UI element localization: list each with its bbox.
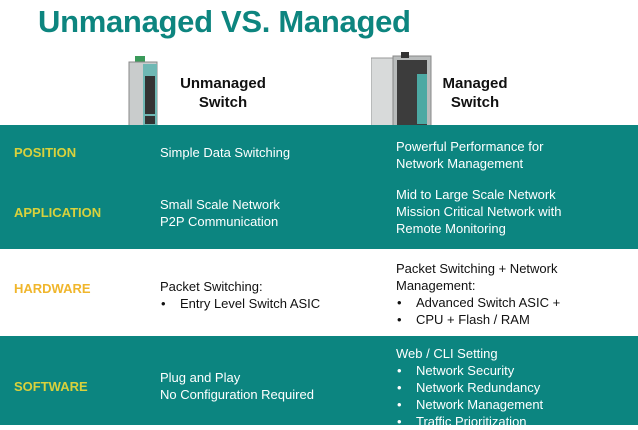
cell-line: Packet Switching: xyxy=(160,279,263,294)
row-label-application: APPLICATION xyxy=(14,205,102,220)
cell-line: Packet Switching + Network xyxy=(396,261,558,276)
bullet-item: Network Redundancy xyxy=(396,379,543,396)
hardware-managed: Packet Switching + Network Management: A… xyxy=(396,260,560,328)
cell-line: Small Scale Network xyxy=(160,197,280,212)
application-unmanaged: Small Scale Network P2P Communication xyxy=(160,196,280,230)
bullet-item: Entry Level Switch ASIC xyxy=(160,295,320,312)
cell-line: Plug and Play xyxy=(160,370,241,385)
cell-line: Powerful Performance for xyxy=(396,139,544,154)
bullet-item: Advanced Switch ASIC + xyxy=(396,294,560,311)
row-label-software: SOFTWARE xyxy=(14,379,88,394)
row-group-position-application: POSITION Simple Data Switching Powerful … xyxy=(0,125,638,249)
managed-column-header: Managed Switch xyxy=(430,74,520,112)
application-managed: Mid to Large Scale Network Mission Criti… xyxy=(396,186,561,237)
page-title: Unmanaged VS. Managed xyxy=(38,4,411,39)
managed-switch-image xyxy=(371,52,432,129)
cell-line: Simple Data Switching xyxy=(160,145,291,160)
cell-line: Remote Monitoring xyxy=(396,221,506,236)
row-label-hardware: HARDWARE xyxy=(14,281,91,296)
header-line: Switch xyxy=(450,94,500,111)
cell-line: Network Management xyxy=(396,156,524,171)
cell-line: Management: xyxy=(396,278,476,293)
software-unmanaged: Plug and Play No Configuration Required xyxy=(160,369,314,403)
unmanaged-switch-image xyxy=(128,56,158,130)
header-line: Switch xyxy=(198,94,248,111)
cell-line: Mid to Large Scale Network xyxy=(396,187,556,202)
bullet-item: Network Security xyxy=(396,362,543,379)
software-managed: Web / CLI Setting Network Security Netwo… xyxy=(396,345,543,430)
cell-line: P2P Communication xyxy=(160,214,279,229)
row-label-position: POSITION xyxy=(14,145,77,160)
row-hardware: HARDWARE Packet Switching: Entry Level S… xyxy=(0,250,638,336)
hardware-unmanaged: Packet Switching: Entry Level Switch ASI… xyxy=(160,278,320,312)
row-software: SOFTWARE Plug and Play No Configuration … xyxy=(0,336,638,430)
bullet-item: Network Management xyxy=(396,396,543,413)
cell-line: Mission Critical Network with xyxy=(396,204,562,219)
bullet-item: Traffic Prioritization xyxy=(396,413,543,430)
position-unmanaged: Simple Data Switching xyxy=(160,144,290,161)
unmanaged-column-header: Unmanaged Switch xyxy=(168,74,278,112)
header-line: Managed xyxy=(442,75,508,92)
bullet-item: CPU + Flash / RAM xyxy=(396,311,560,328)
cell-line: No Configuration Required xyxy=(160,387,314,402)
header-line: Unmanaged xyxy=(180,75,266,92)
position-managed: Powerful Performance for Network Managem… xyxy=(396,138,543,172)
cell-line: Web / CLI Setting xyxy=(396,346,498,361)
